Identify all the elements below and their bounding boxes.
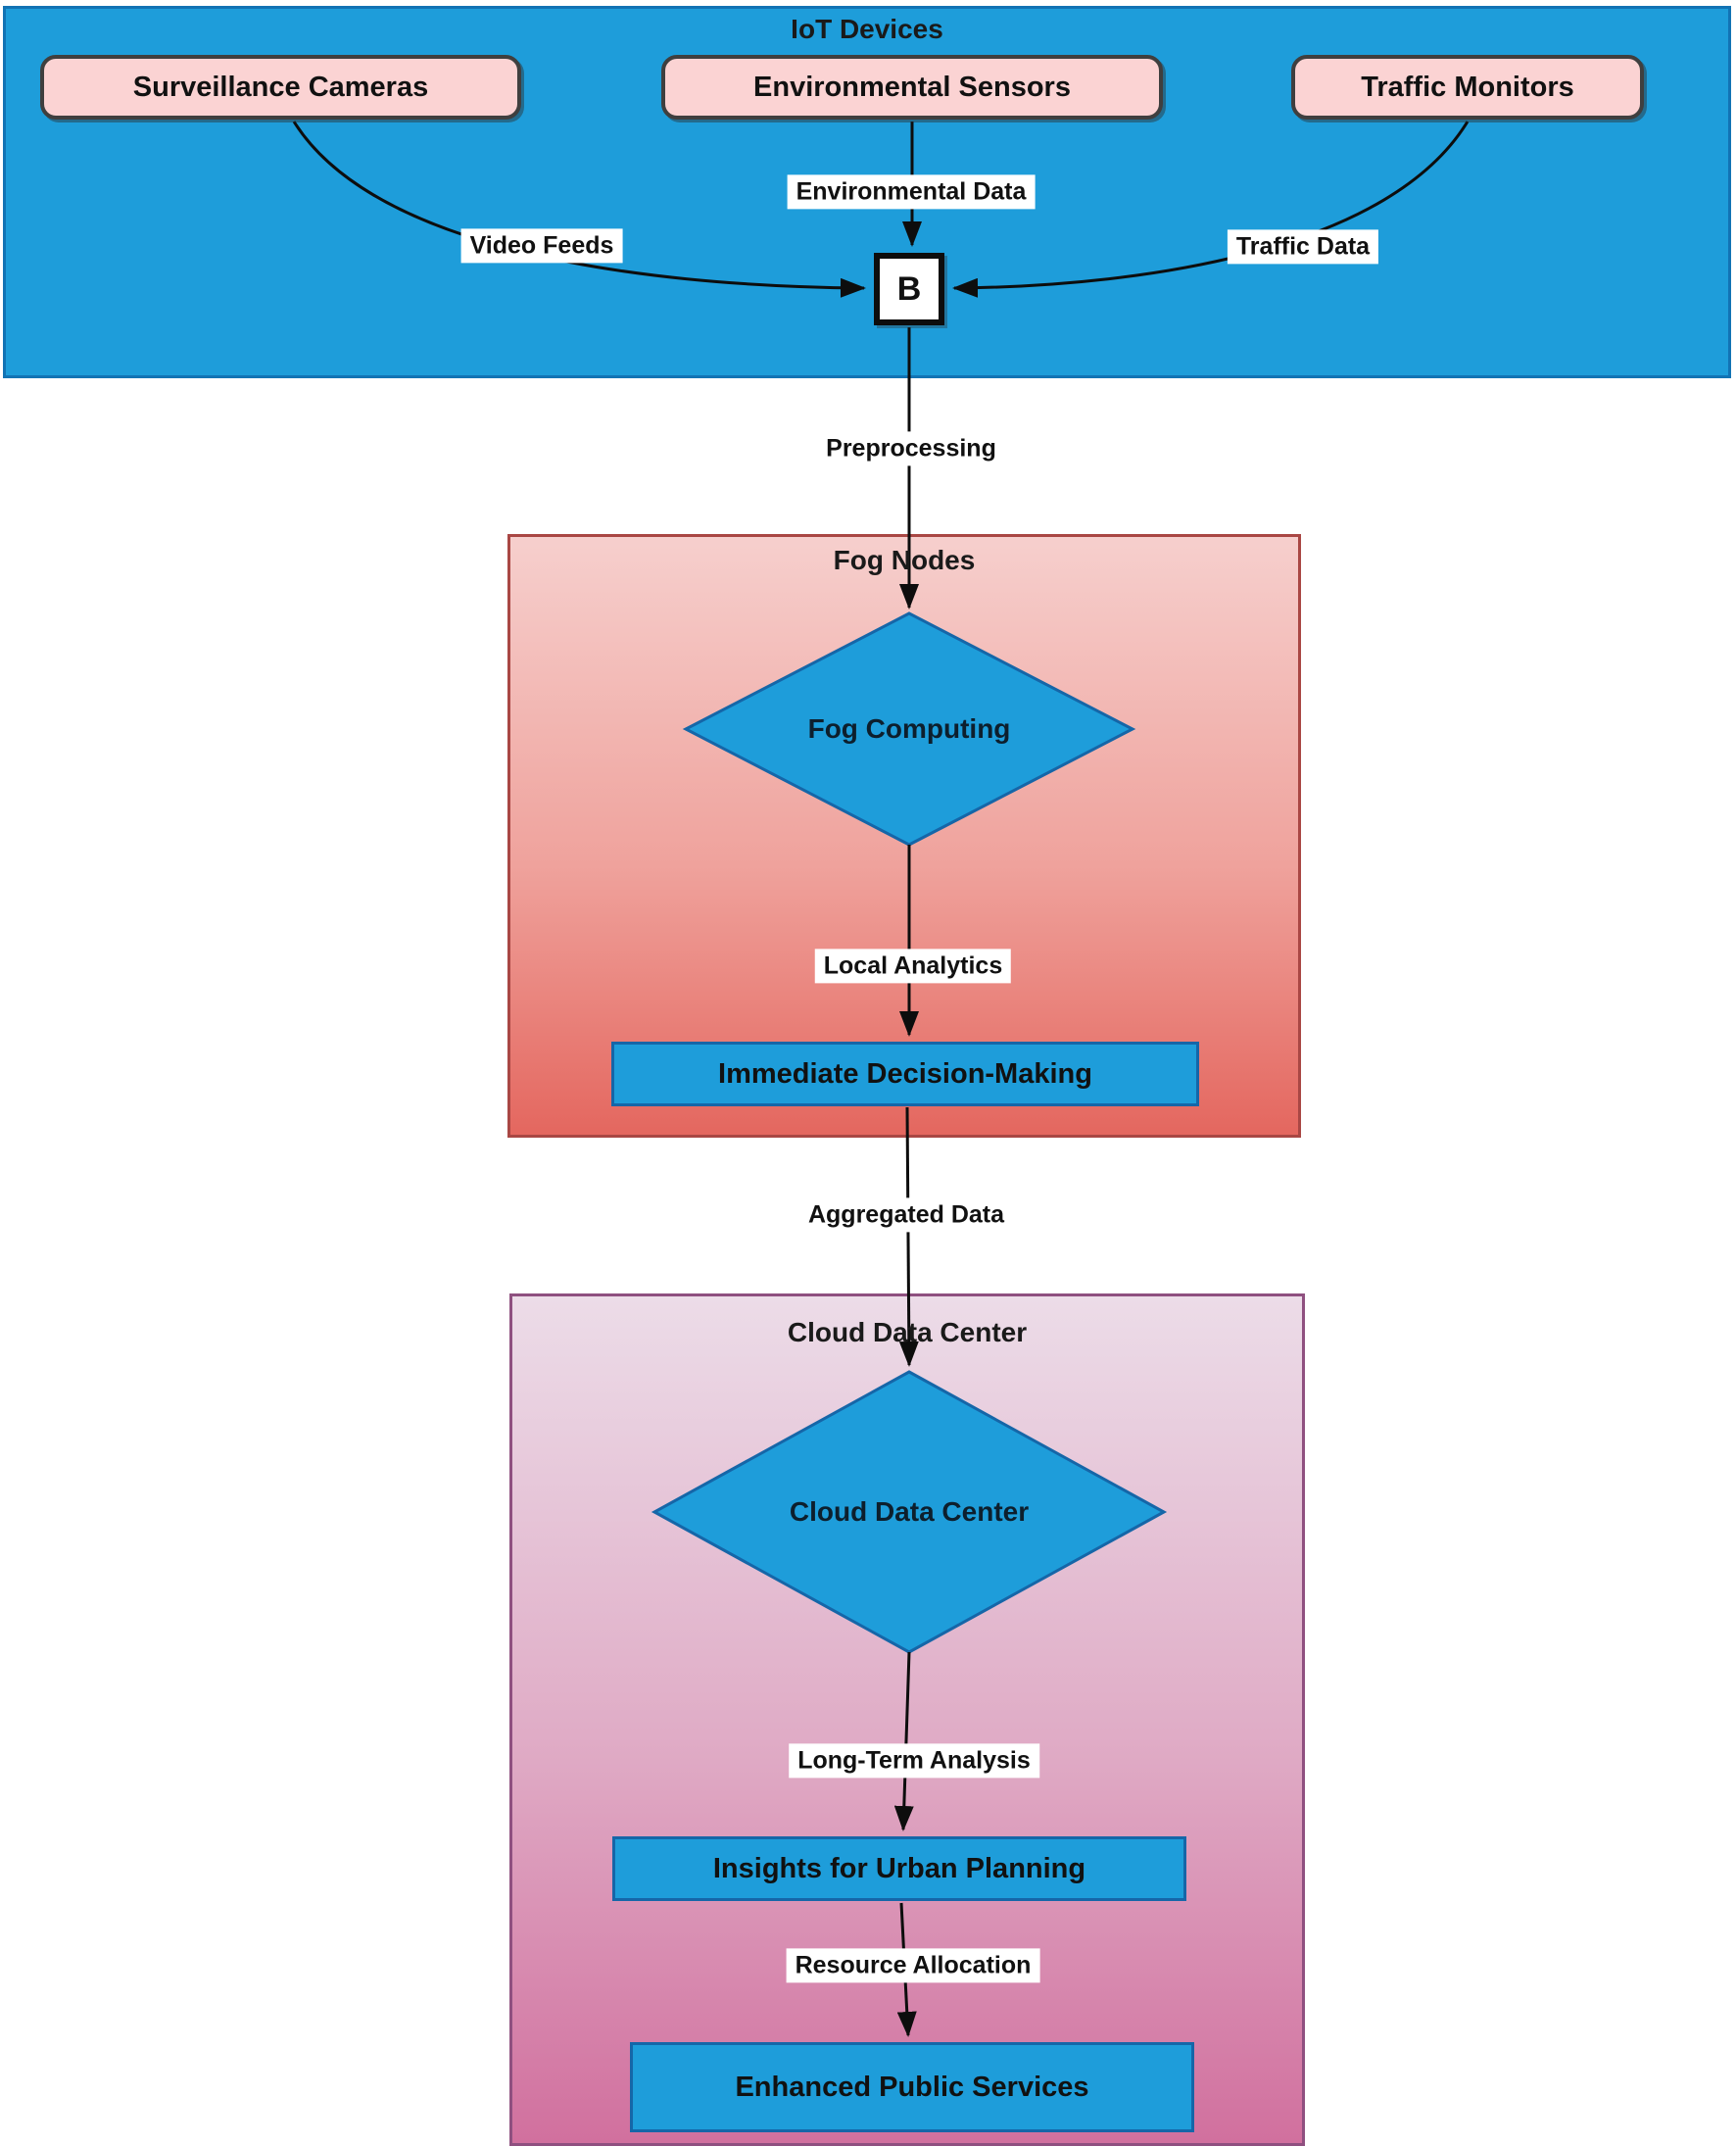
edge-label-video-feeds: Video Feeds [460, 228, 623, 264]
node-immediate-decision-making: Immediate Decision-Making [611, 1042, 1199, 1106]
cluster-title-cloud-data-center: Cloud Data Center [787, 1317, 1028, 1347]
edge-label-long-term-analysis: Long-Term Analysis [789, 1743, 1039, 1779]
edge-label-traffic-data: Traffic Data [1227, 229, 1379, 265]
node-surveillance-cameras: Surveillance Cameras [40, 55, 521, 120]
node-insights-urban-planning: Insights for Urban Planning [612, 1836, 1186, 1901]
edge-label-aggregated-data: Aggregated Data [798, 1197, 1014, 1233]
node-traffic-monitors: Traffic Monitors [1291, 55, 1644, 120]
node-junction-b: B [874, 253, 944, 325]
node-label-cloud-data-center: Cloud Data Center [789, 1496, 1030, 1527]
node-enhanced-public-services: Enhanced Public Services [630, 2042, 1194, 2132]
node-environmental-sensors: Environmental Sensors [661, 55, 1163, 120]
edge-label-resource-allocation: Resource Allocation [786, 1948, 1040, 1983]
node-label-fog-computing: Fog Computing [807, 713, 1011, 744]
edge-label-environmental-data: Environmental Data [787, 174, 1036, 210]
edge-label-local-analytics: Local Analytics [814, 949, 1012, 984]
cluster-title-iot-devices: IoT Devices [791, 14, 943, 44]
edge-label-preprocessing: Preprocessing [817, 431, 1005, 466]
cluster-cloud-data-center [509, 1293, 1305, 2146]
cluster-title-fog-nodes: Fog Nodes [833, 545, 976, 575]
